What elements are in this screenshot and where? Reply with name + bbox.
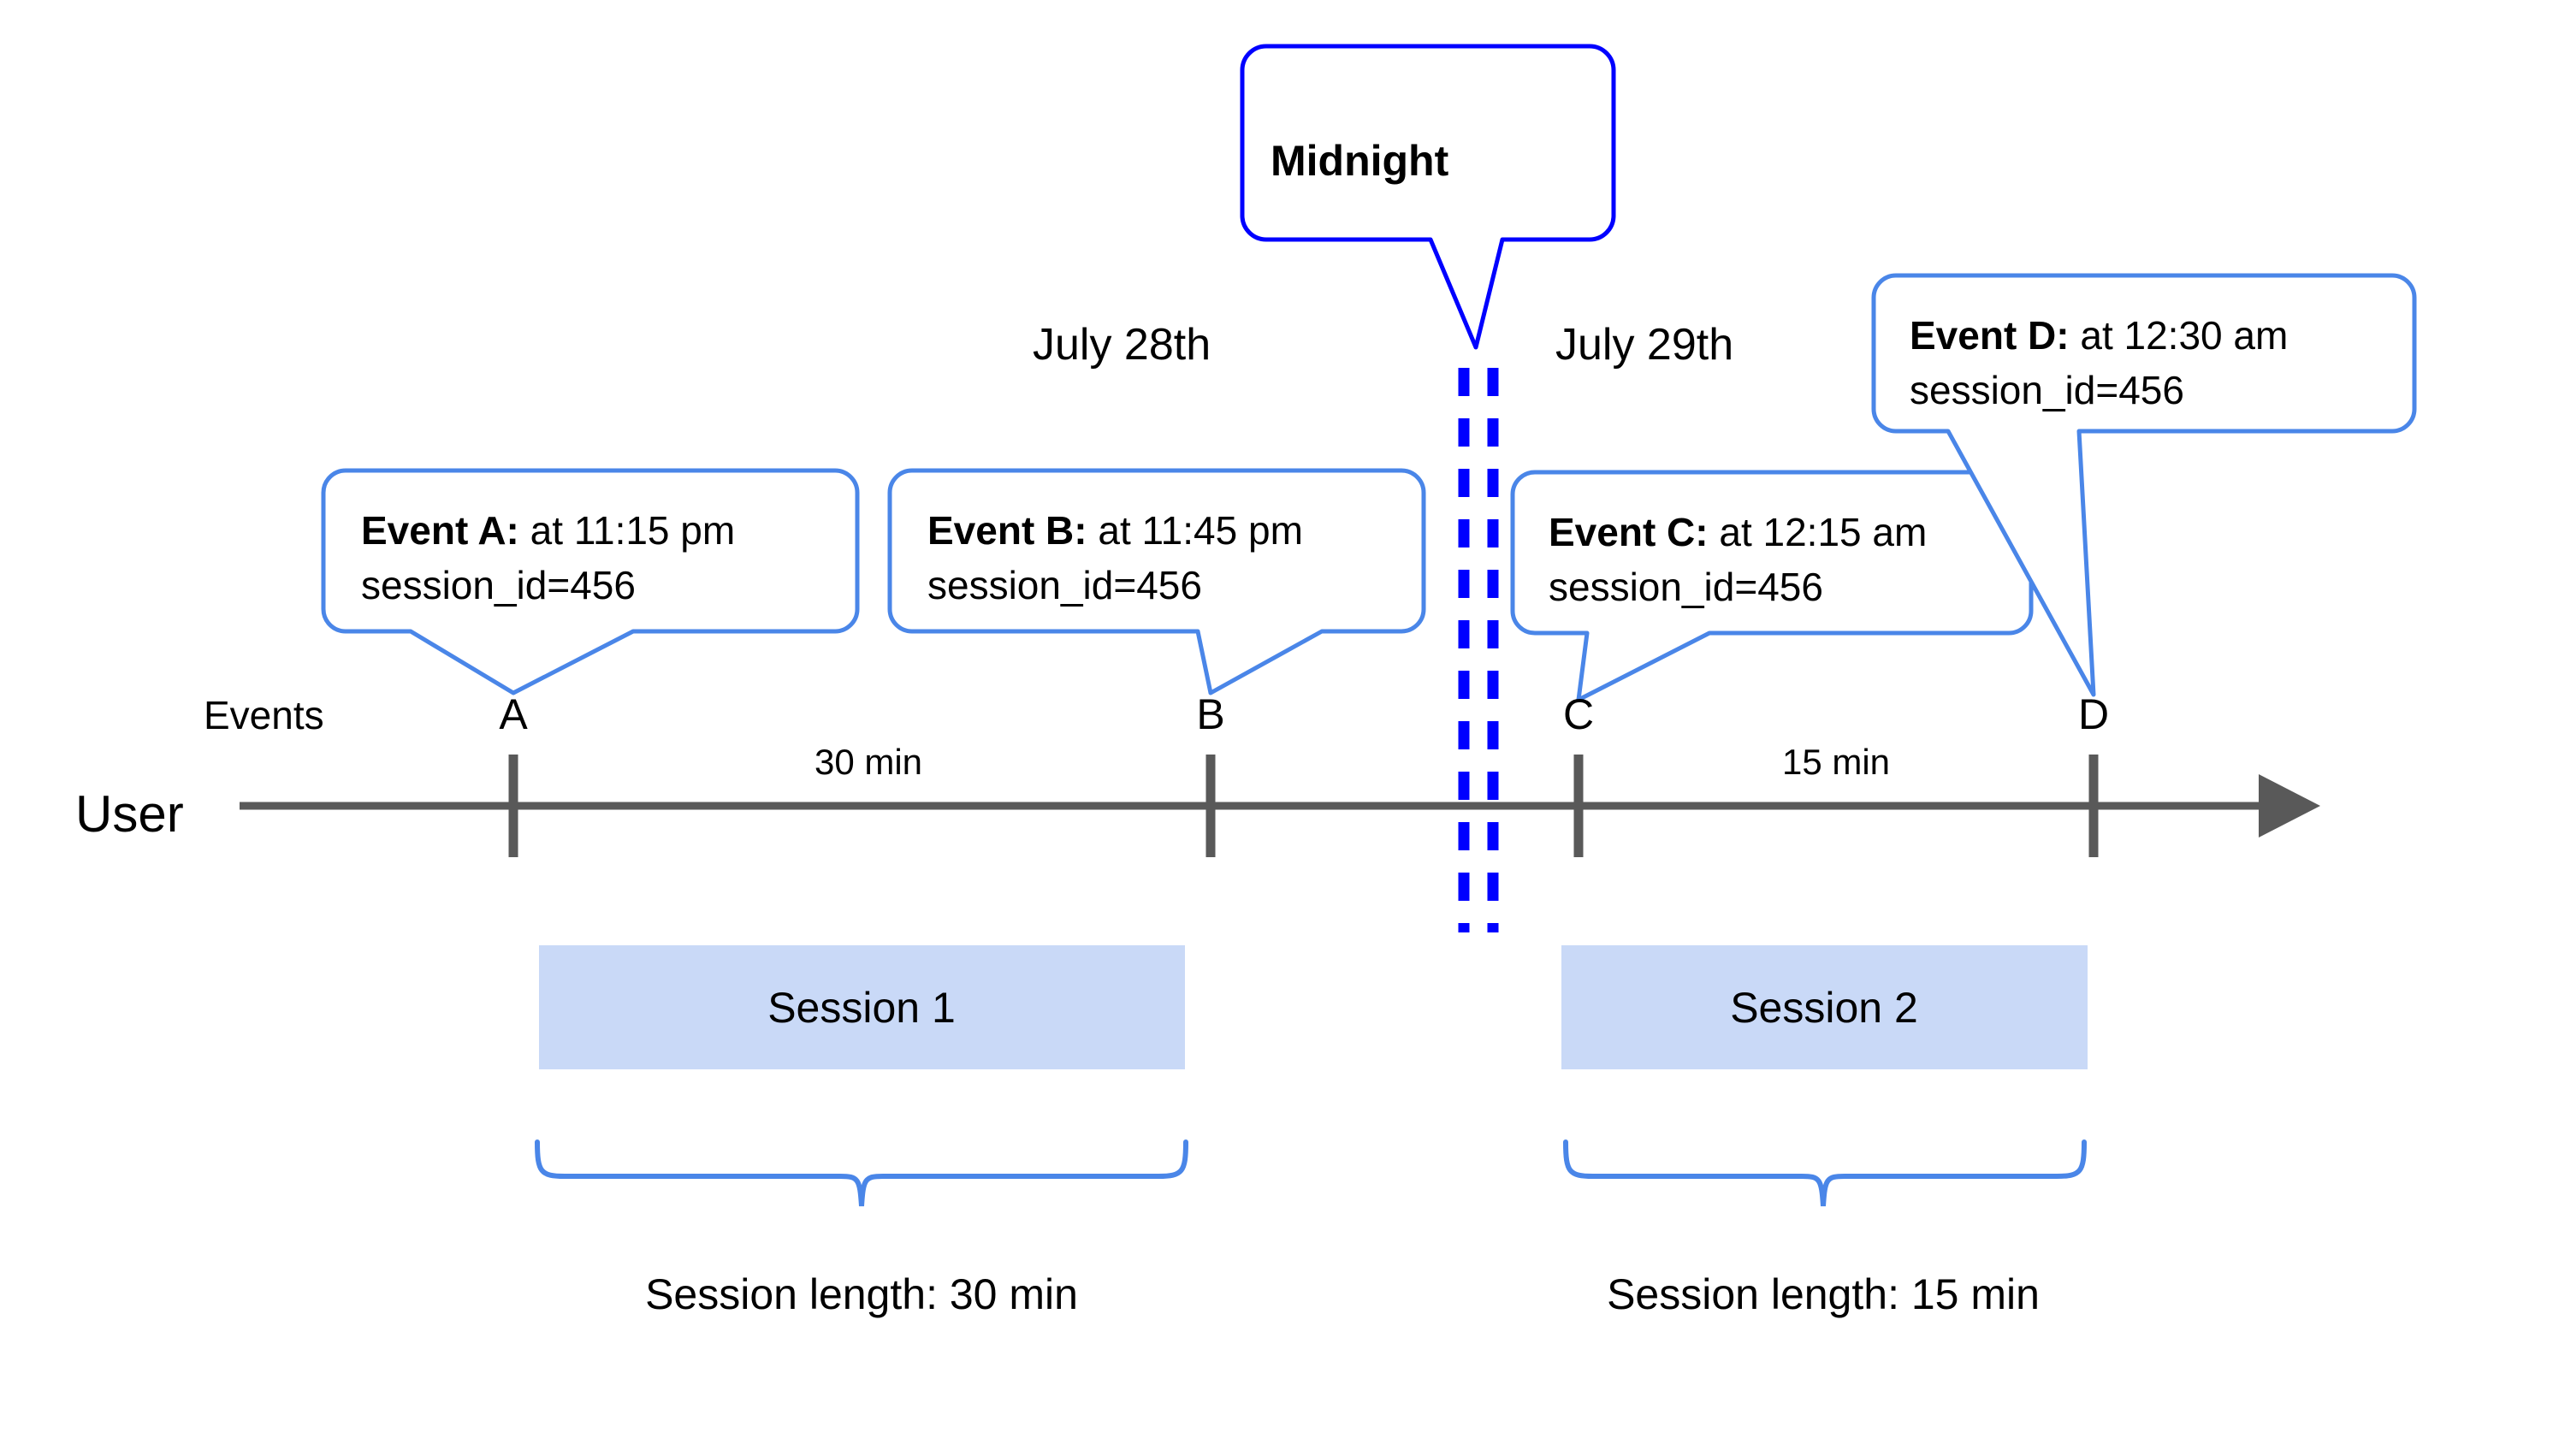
session-length-caption-1: Session length: 30 min xyxy=(645,1270,1078,1318)
event-callout-d[interactable]: Event D: at 12:30 am session_id=456 xyxy=(1871,273,2417,697)
timeline-arrowhead-icon xyxy=(2259,774,2320,837)
session-box-2-fill xyxy=(1561,945,2088,1069)
event-marker-label-d: D xyxy=(2078,690,2109,738)
midnight-callout[interactable]: Midnight xyxy=(1240,44,1616,350)
event-callout-d-shape xyxy=(1871,273,2417,697)
event-marker-label-b: B xyxy=(1196,690,1224,738)
session-box-1-fill xyxy=(539,945,1185,1069)
event-callout-b[interactable]: Event B: at 11:45 pm session_id=456 xyxy=(887,468,1426,695)
event-callout-d-title: Event D: xyxy=(1910,313,2070,358)
event-callout-d-time: at 12:30 am xyxy=(2070,313,2289,358)
event-callout-a-shape xyxy=(321,468,860,695)
svg-text:Event D: at 12:30 am: Event D: at 12:30 am xyxy=(1910,313,2288,358)
event-callout-c-title: Event C: xyxy=(1549,510,1709,554)
date-label-july-29: July 29th xyxy=(1555,320,1733,370)
interval-label-ab: 30 min xyxy=(814,742,922,782)
row-label-user: User xyxy=(75,785,184,843)
event-marker-label-c: C xyxy=(1563,690,1594,738)
session-box-2-label: Session 2 xyxy=(1730,984,1918,1032)
event-marker-label-a: A xyxy=(499,690,528,738)
event-callout-a[interactable]: Event A: at 11:15 pm session_id=456 xyxy=(321,468,860,695)
event-callout-c-session: session_id=456 xyxy=(1549,565,1823,609)
session-brace-2 xyxy=(1563,1139,2087,1207)
timeline-axis xyxy=(240,755,2320,857)
event-callout-a-session: session_id=456 xyxy=(361,563,636,607)
event-callout-a-title: Event A: xyxy=(361,508,519,553)
event-callout-c-time: at 12:15 am xyxy=(1709,510,1928,554)
event-callout-b-shape xyxy=(887,468,1426,695)
event-callout-a-time: at 11:15 pm xyxy=(519,508,735,553)
event-callout-b-session: session_id=456 xyxy=(927,563,1202,607)
session-box-2[interactable]: Session 2 xyxy=(1561,945,2088,1069)
event-callout-b-title: Event B: xyxy=(927,508,1087,553)
midnight-boundary-lines xyxy=(1458,368,1499,932)
session-brace-1 xyxy=(535,1139,1188,1207)
session-box-1-label: Session 1 xyxy=(767,984,956,1032)
interval-label-cd: 15 min xyxy=(1782,742,1890,782)
event-callout-c-shape xyxy=(1510,470,2034,702)
event-callout-b-time: at 11:45 pm xyxy=(1087,508,1303,553)
date-label-july-28: July 28th xyxy=(1033,320,1211,370)
session-length-caption-2: Session length: 15 min xyxy=(1607,1270,2040,1318)
row-label-events: Events xyxy=(204,693,324,737)
event-callout-c[interactable]: Event C: at 12:15 am session_id=456 xyxy=(1510,470,2034,702)
event-callout-d-session: session_id=456 xyxy=(1910,368,2184,412)
midnight-callout-shape xyxy=(1240,44,1616,350)
session-box-1[interactable]: Session 1 xyxy=(539,945,1185,1069)
midnight-callout-label: Midnight xyxy=(1271,137,1449,185)
svg-text:Event C: at 12:15 am: Event C: at 12:15 am xyxy=(1549,510,1927,554)
svg-text:Event B: at 11:45 pm: Event B: at 11:45 pm xyxy=(927,508,1303,553)
svg-text:Event A: at 11:15 pm: Event A: at 11:15 pm xyxy=(361,508,735,553)
